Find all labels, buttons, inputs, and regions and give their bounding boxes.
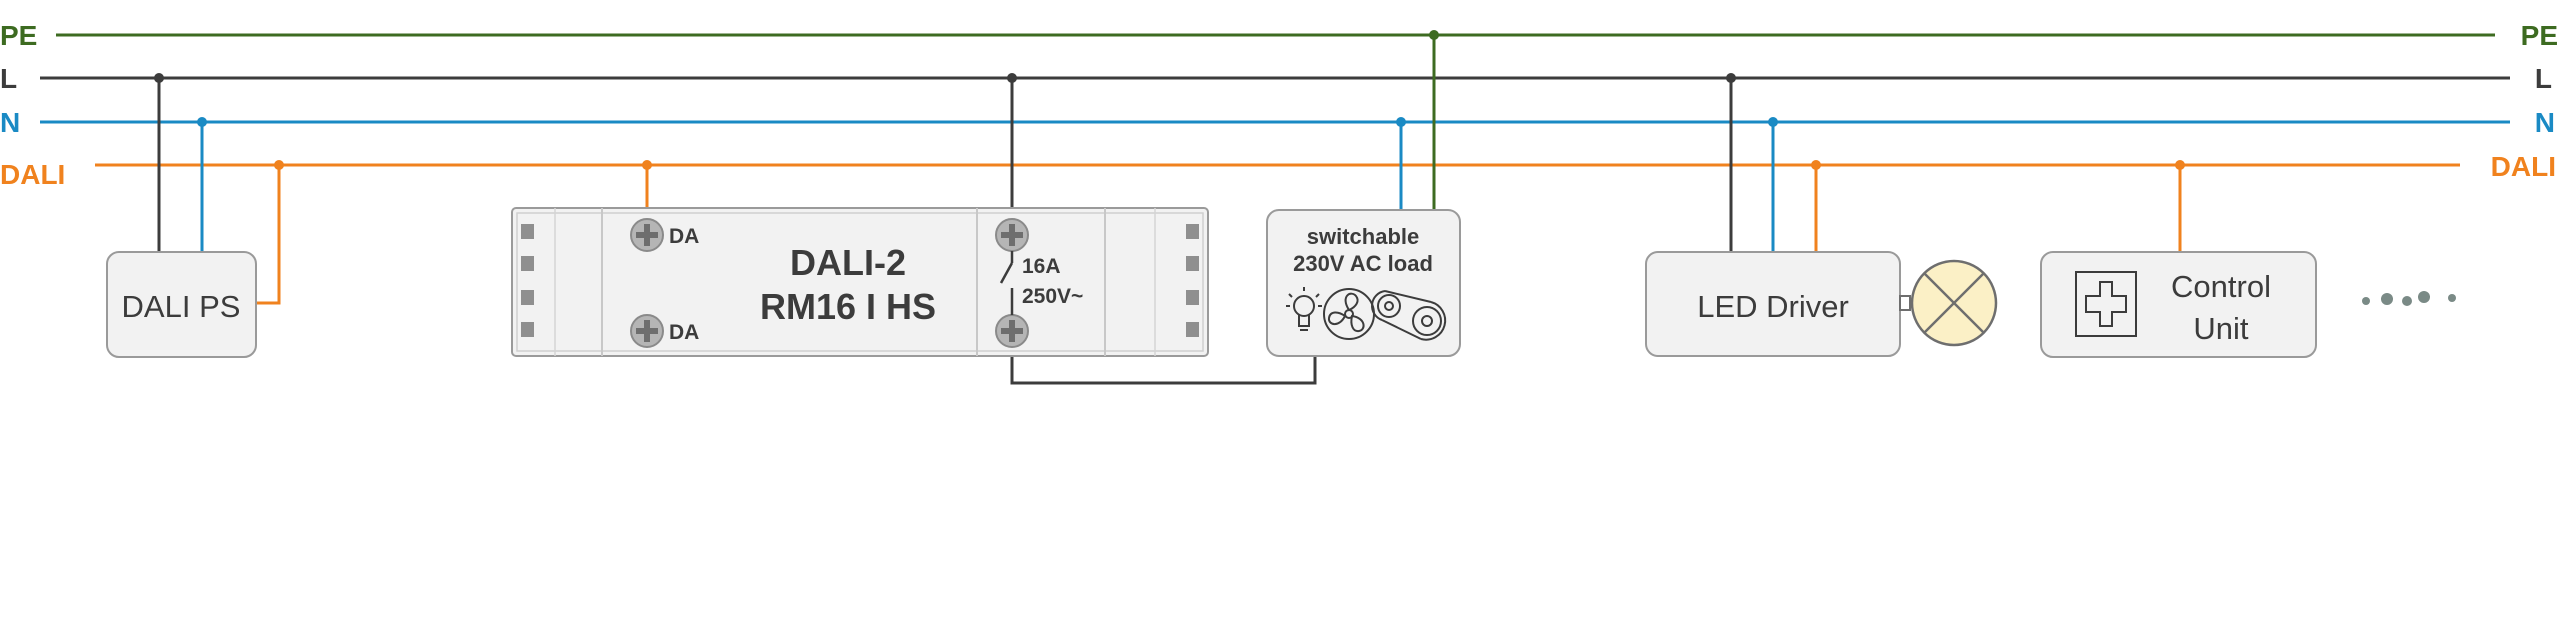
lamp-icon — [1910, 259, 1998, 347]
junction-dot — [1429, 30, 1439, 40]
junction-dot — [274, 160, 284, 170]
da-terminal-label-1: DA — [669, 225, 699, 248]
rail-notches-left — [521, 224, 534, 337]
junction-dot — [642, 160, 652, 170]
relay-contact-icon — [999, 251, 1014, 315]
dali-label-left: DALI — [0, 159, 65, 190]
pe-label-right: PE — [2521, 20, 2558, 51]
control-unit-box: Control Unit — [2040, 251, 2317, 358]
switchable-load-box: switchable 230V AC load — [1266, 209, 1461, 357]
screw-terminal-icon — [630, 314, 664, 348]
junction-dot — [1768, 117, 1778, 127]
control-unit-label-line1: Control — [2171, 269, 2271, 304]
junction-dot — [1726, 73, 1736, 83]
bulb-icon — [1286, 287, 1322, 331]
load-label-line2: 230V AC load — [1293, 251, 1433, 276]
n-label-left: N — [0, 107, 20, 138]
junction-dot — [154, 73, 164, 83]
screw-terminal-icon — [995, 314, 1029, 348]
l-label-left: L — [0, 63, 17, 94]
lamp-connector — [1899, 295, 1911, 311]
load-label-line1: switchable — [1307, 224, 1419, 249]
dali-ps-label: DALI PS — [122, 289, 241, 324]
control-unit-label-line2: Unit — [2193, 311, 2249, 346]
dali-label-right: DALI — [2491, 151, 2556, 182]
screw-terminal-icon — [995, 218, 1029, 252]
junction-dot — [1396, 117, 1406, 127]
control-panel-icon — [2075, 271, 2137, 337]
screw-terminal-icon — [630, 218, 664, 252]
junction-dot — [2175, 160, 2185, 170]
l-label-right: L — [2535, 63, 2552, 94]
rm16-name-line2: RM16 I HS — [760, 286, 936, 327]
relay-rating-voltage: 250V~ — [1022, 285, 1083, 308]
da-terminal-label-2: DA — [669, 321, 699, 344]
rm16-name-line1: DALI-2 — [790, 242, 906, 283]
junction-dot — [1811, 160, 1821, 170]
switched-output-wire — [1010, 345, 1317, 385]
pe-label-left: PE — [0, 20, 37, 51]
relay-rating-current: 16A — [1022, 255, 1061, 278]
belt-drive-icon — [1371, 290, 1447, 341]
ellipsis-dots-icon — [2362, 291, 2456, 306]
rail-notches-right — [1186, 224, 1199, 337]
junction-dot — [1007, 73, 1017, 83]
rm16-module: DA DA DALI-2 RM16 I HS 16A 250V~ — [511, 207, 1209, 357]
dali-ps-box: DALI PS — [106, 251, 257, 358]
dali-ps-dali-wire — [256, 165, 281, 305]
led-driver-box: LED Driver — [1645, 251, 1901, 357]
led-driver-label: LED Driver — [1697, 289, 1849, 324]
junction-dot — [197, 117, 207, 127]
n-label-right: N — [2535, 107, 2555, 138]
